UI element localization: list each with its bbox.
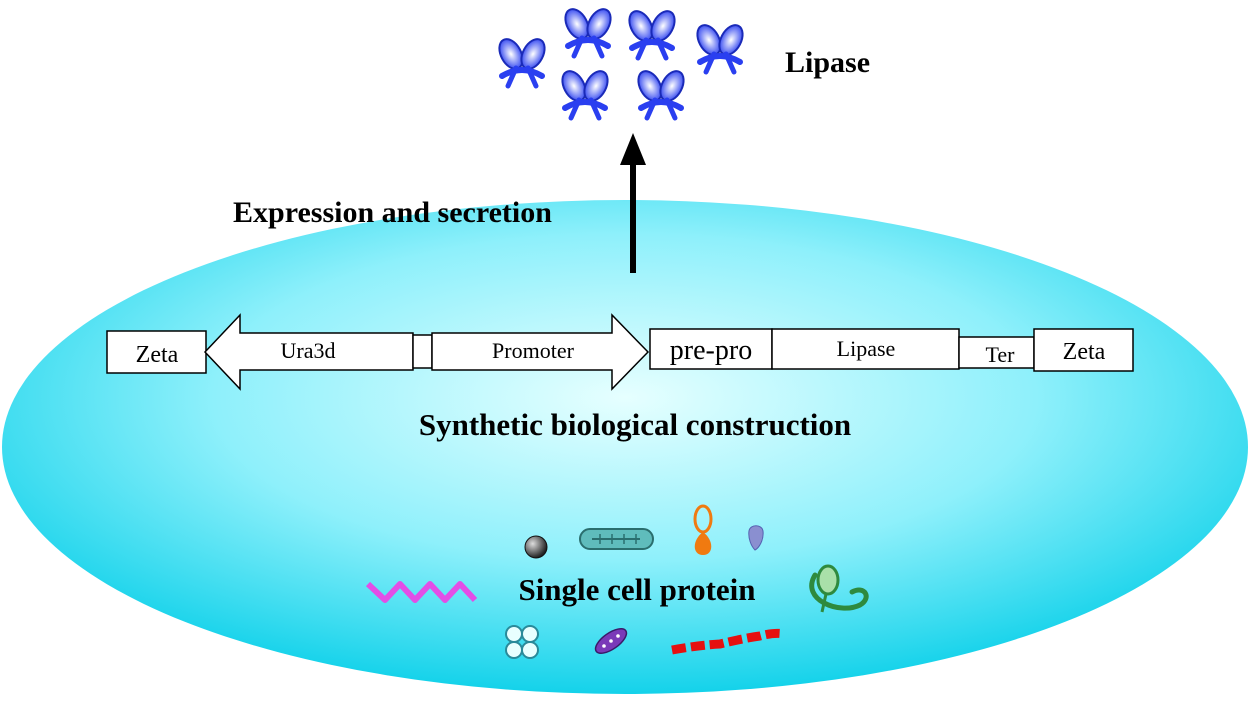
four-petal-cell-icon <box>505 625 539 659</box>
secretion-arrow <box>620 133 646 273</box>
lipase-protein-icon <box>561 5 616 56</box>
curved-bacterium-icon <box>809 564 869 613</box>
construct-lipase-label: Lipase <box>837 336 896 361</box>
construct-ura3d-label: Ura3d <box>281 338 336 363</box>
construct-promoter-arrow <box>431 313 650 391</box>
coccus-icon <box>524 535 548 559</box>
construct-right-zeta <box>1033 328 1134 372</box>
product-label: Lipase <box>785 46 870 79</box>
cell-body <box>2 200 1248 694</box>
oval-bacterium-icon <box>594 628 628 654</box>
lipase-protein-icon <box>495 35 550 86</box>
scp-label: Single cell protein <box>518 572 755 607</box>
gene-construct: Zeta Ura3d Promoter pre-pro Lipase Ter Z… <box>106 313 1134 391</box>
microbe-icons <box>365 504 869 659</box>
lipase-protein-icon <box>625 7 680 58</box>
lipase-protein-icon <box>634 67 689 118</box>
construct-label: Synthetic biological construction <box>419 407 851 442</box>
rod-bacterium-icon <box>579 528 654 550</box>
budding-yeast-icon <box>693 504 713 555</box>
construct-left-zeta-label: Zeta <box>136 342 179 368</box>
small-cell-icon <box>748 525 764 551</box>
spirochete-icon <box>365 581 478 603</box>
expression-label: Expression and secretion <box>233 196 552 229</box>
construct-promoter-label: Promoter <box>492 338 575 363</box>
chain-bacterium-icon <box>671 628 785 655</box>
construct-prepro <box>649 328 773 370</box>
lipase-protein-icon <box>558 67 613 118</box>
construct-ter <box>958 336 1035 369</box>
lipase-protein-cluster <box>495 5 748 118</box>
construct-spacer <box>412 334 433 369</box>
construct-right-zeta-label: Zeta <box>1063 339 1106 365</box>
construct-lipase <box>771 328 960 370</box>
lipase-protein-icon <box>693 21 748 72</box>
construct-ter-label: Ter <box>986 342 1016 367</box>
construct-prepro-label: pre-pro <box>670 335 752 366</box>
